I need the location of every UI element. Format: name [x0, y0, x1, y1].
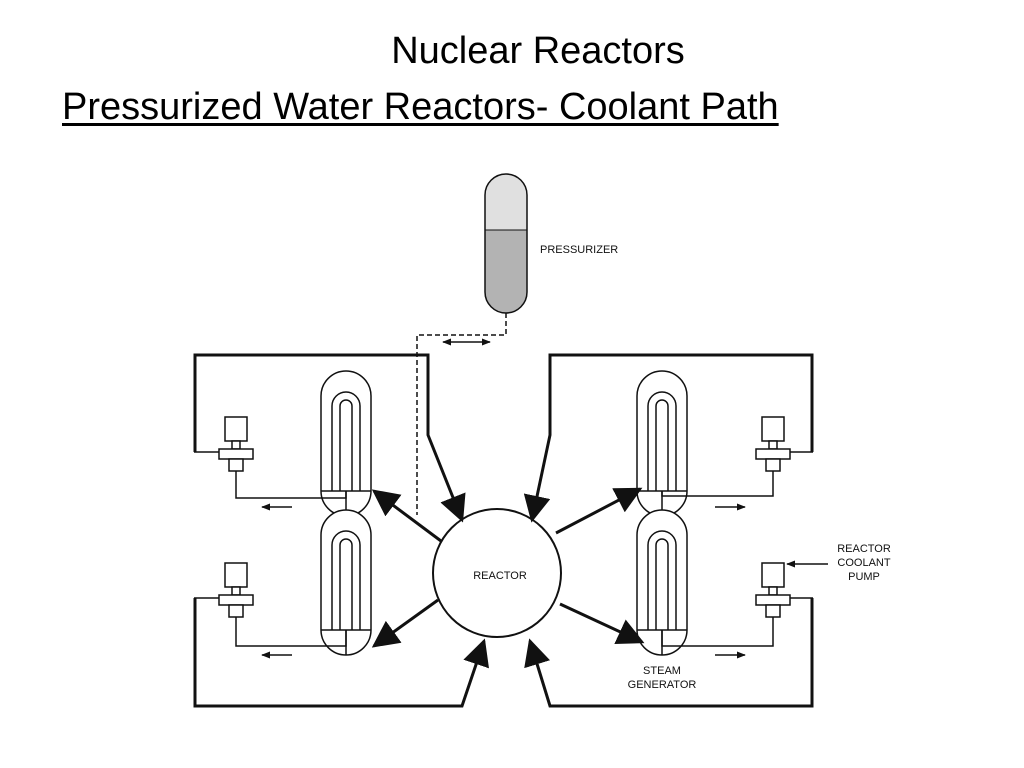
- steam-generator-label-line2: GENERATOR: [628, 679, 697, 691]
- pump-label-line3: PUMP: [848, 571, 880, 583]
- pump-label-line2: COOLANT: [837, 557, 890, 569]
- coolant-loop-top-left: [193, 353, 466, 543]
- pump-label-line1: REACTOR: [837, 543, 891, 555]
- steam-generator-label-line1: STEAM: [643, 665, 681, 677]
- reactor-label: REACTOR: [473, 570, 527, 582]
- slide-subtitle: Pressurized Water Reactors- Coolant Path: [62, 86, 779, 128]
- coolant-loop-bottom-left: [193, 597, 489, 708]
- pressurizer-vessel: [484, 173, 528, 314]
- pressurizer-label: PRESSURIZER: [540, 244, 618, 256]
- coolant-pump-top-left: [218, 416, 254, 472]
- coolant-pump-bottom-left: [218, 562, 254, 618]
- reactor-vessel: [432, 508, 562, 638]
- coolant-loop-top-right: [523, 353, 814, 535]
- coolant-loop-bottom-right: [524, 597, 814, 708]
- pressurizer-surge-line: [416, 313, 507, 515]
- coolant-pump-top-right: [755, 416, 791, 472]
- slide-title: Nuclear Reactors: [391, 30, 685, 72]
- coolant-pump-bottom-right: [755, 562, 791, 618]
